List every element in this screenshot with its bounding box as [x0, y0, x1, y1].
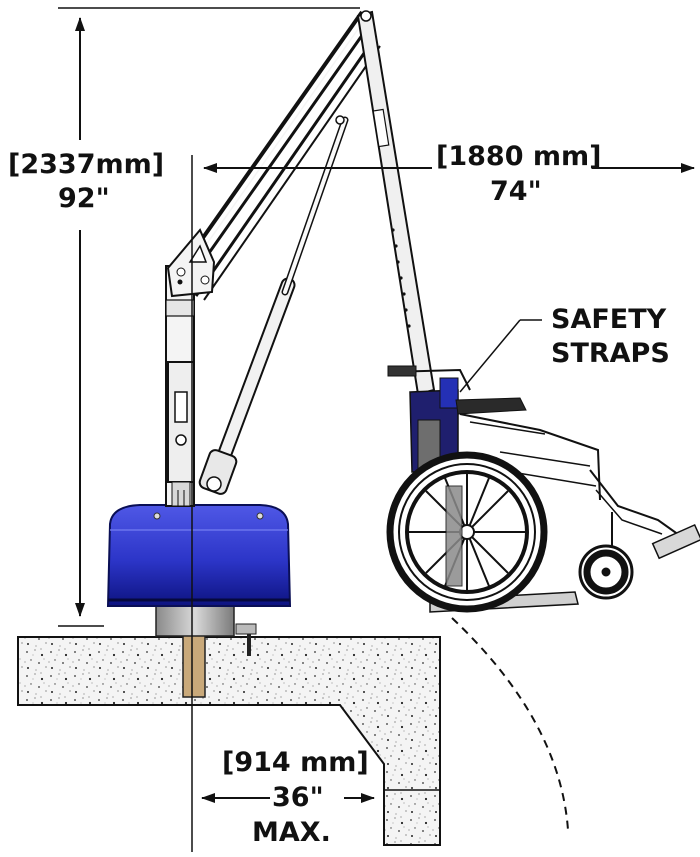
- safety-straps-leader: [459, 319, 542, 393]
- reach-imperial-label: 74": [490, 176, 542, 207]
- safety-straps-label-line2: STRAPS: [551, 338, 670, 369]
- lift-base: [106, 504, 292, 656]
- swing-path: [451, 617, 569, 831]
- lift-boom: [166, 10, 381, 301]
- setback-metric-label: [914 mm]: [222, 747, 369, 778]
- reach-metric-label: [1880 mm]: [436, 141, 602, 172]
- setback-qualifier-label: MAX.: [252, 817, 331, 848]
- lift-actuator: [198, 116, 349, 495]
- height-metric-label: [2337mm]: [8, 149, 165, 180]
- hanger-bar: [356, 10, 436, 396]
- wheelchair: [386, 365, 700, 613]
- anchor-sleeve: [182, 632, 206, 698]
- dimension-reach: [191, 155, 695, 852]
- height-imperial-label: 92": [58, 183, 110, 214]
- dimension-height: [58, 7, 360, 627]
- setback-imperial-label: 36": [272, 782, 324, 813]
- pool-deck: [17, 636, 441, 846]
- lift-mast: [165, 265, 195, 507]
- safety-straps-label-line1: SAFETY: [551, 304, 667, 335]
